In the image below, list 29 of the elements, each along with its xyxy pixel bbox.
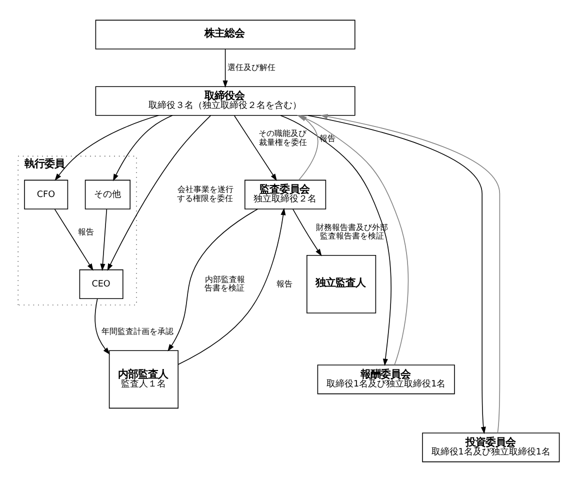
arrow	[222, 48, 228, 88]
edge-label: 会社事業を遂行する権限を委任	[176, 184, 234, 202]
arrow	[100, 208, 108, 270]
node-box: 監査委員会 独立取締役２名	[244, 179, 326, 209]
edge-label: 選任及び解任	[228, 62, 276, 72]
edge-label: その職能及び裁量権を委任	[258, 128, 307, 146]
edge-label: 報告	[276, 279, 292, 288]
node-box: 取締役会 取締役３名（独立取締役２名を含む）	[95, 86, 356, 116]
edge-label: 内部監査報告書を検証	[204, 274, 245, 292]
arrow	[178, 207, 286, 364]
arrow	[234, 114, 277, 181]
node-box: 株主総会	[95, 19, 356, 49]
arrow	[168, 208, 258, 351]
node-box: その他	[84, 179, 130, 209]
node-box: 報酬委員会 取締役1名及び独立取締役1名	[317, 364, 455, 394]
arrow	[292, 208, 322, 256]
node-box: CFO	[24, 179, 68, 209]
arrow	[54, 208, 94, 270]
arrow	[107, 114, 212, 270]
edge-label: 年間監査計画を承認	[102, 326, 174, 336]
node-box: 投資委員会 取締役1名及び独立取締役1名	[422, 432, 560, 462]
edge-label: 報告	[320, 134, 336, 142]
node-box: 内部監査人 監査人１名	[108, 350, 178, 408]
node-box: CEO	[79, 268, 124, 298]
arrow	[112, 114, 173, 181]
arrow	[94, 298, 110, 354]
node-box: 独立監査人	[306, 254, 376, 313]
edge-label: 報告	[78, 227, 94, 236]
arrow	[54, 114, 160, 180]
